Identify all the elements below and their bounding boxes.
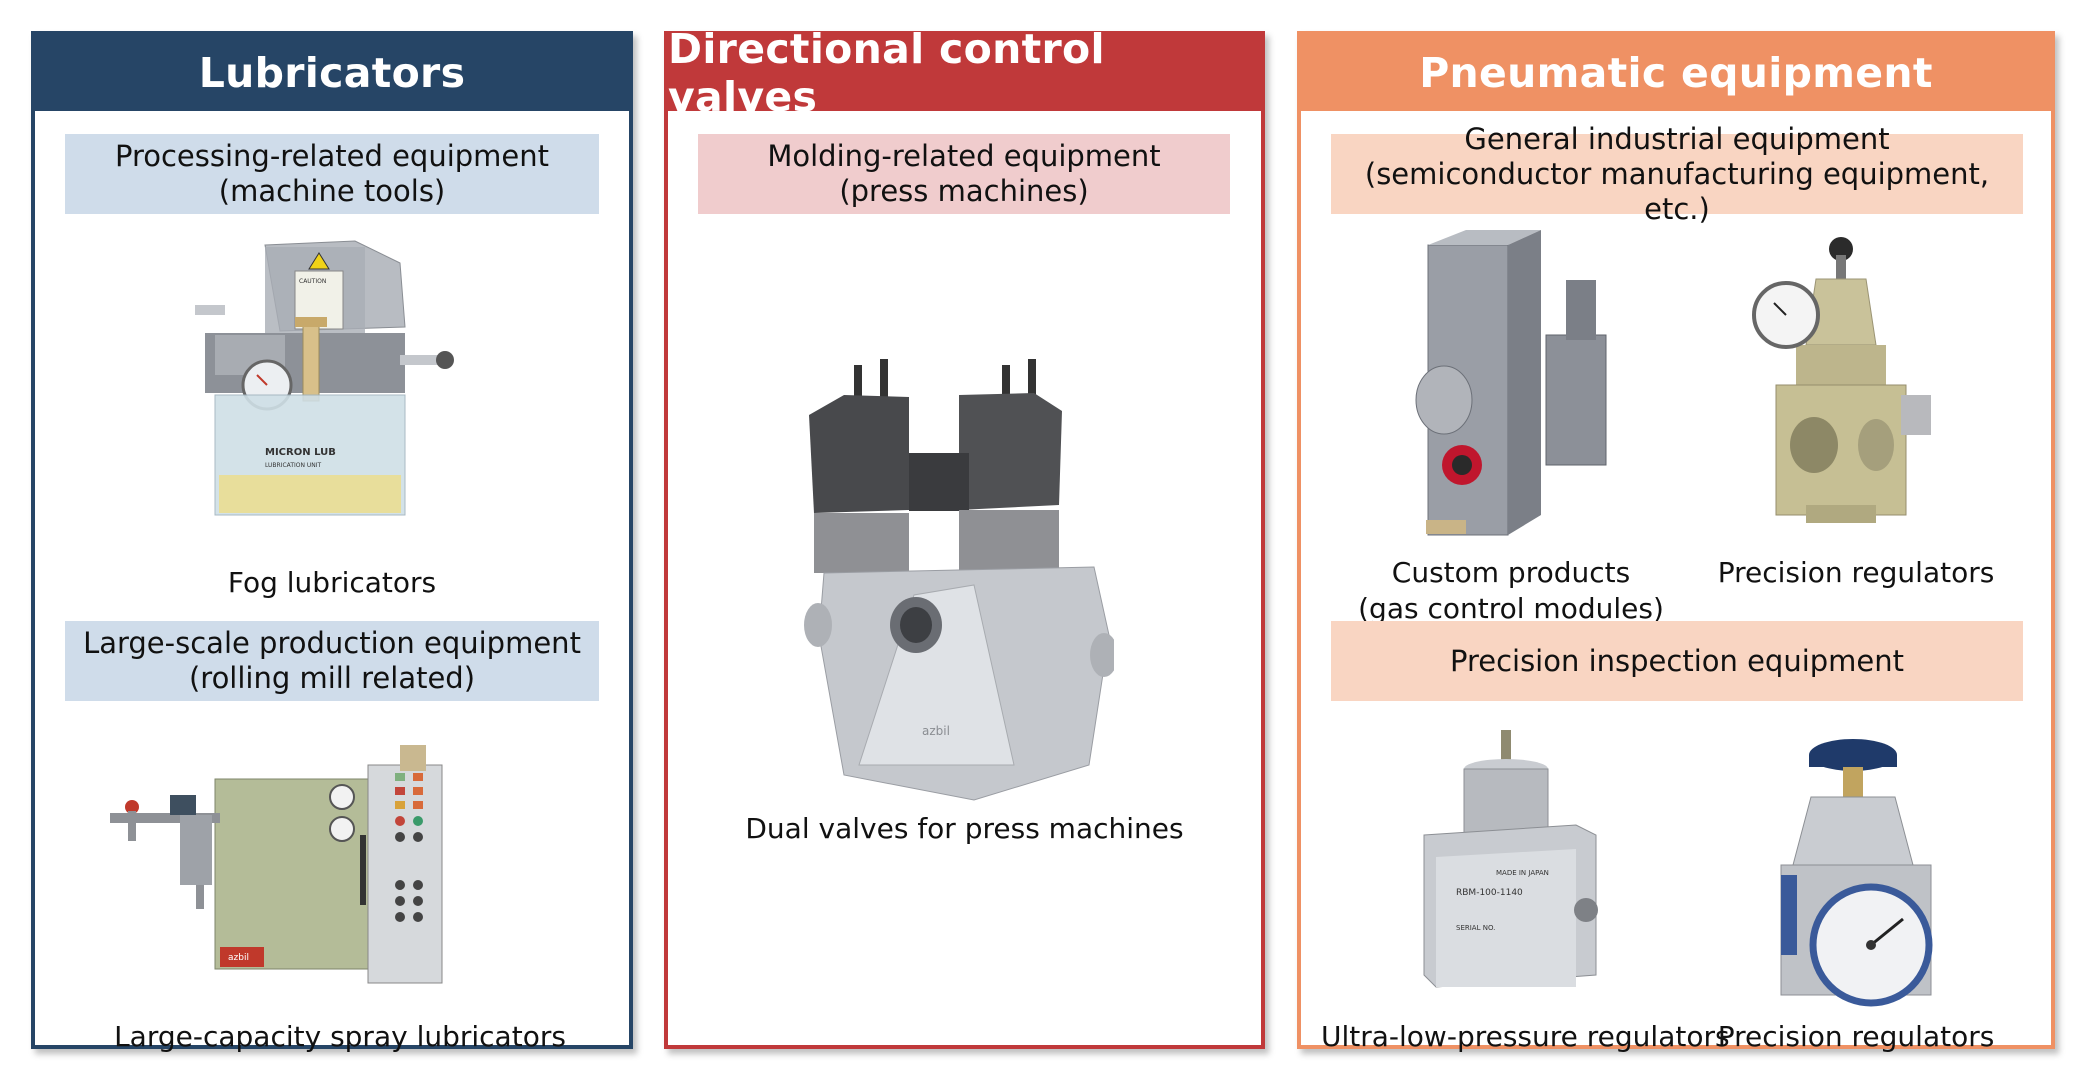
section-heading-general-industrial: General industrial equipment (semiconduc… [1331,122,2023,226]
model-label: RBM-100-1140 [1456,888,1523,898]
made-in-japan-label: MADE IN JAPAN [1496,869,1549,877]
caption-precision-regulators-2: Precision regulators [1717,1020,1995,1053]
section-heading-press-machines: Molding-related equipment (press machine… [698,134,1230,214]
precision-regulator-gauge-photo [1780,739,1933,1007]
caption-ultra-low-pressure-regulators: Ultra-low-pressure regulators [1321,1020,1730,1053]
caption-custom-products: Custom products (gas control modules) [1358,556,1664,625]
panel-pneumatic-equipment: Pneumatic equipment General industrial e… [1297,31,2055,1053]
serial-label: SERIAL NO. [1456,924,1495,932]
section-heading-rolling-mill: Large-scale production equipment (rollin… [65,621,599,701]
azbil-engraving: azbil [922,724,950,738]
caption-dual-valves: Dual valves for press machines [745,812,1184,845]
spray-lubricator-photo: azbil [110,745,443,984]
section-heading-machine-tools: Processing-related equipment (machine to… [65,134,599,214]
panel-title: Directional control valves [668,25,1261,121]
panel-title: Lubricators [35,35,629,111]
caption-fog-lubricators: Fog lubricators [227,566,437,599]
brand-label: MICRON LUB [265,447,336,458]
section-heading-precision-inspection: Precision inspection equipment [1331,621,2023,701]
dual-valve-photo: azbil [804,359,1114,801]
caption-precision-regulators-1: Precision regulators [1717,556,1995,589]
panel-lubricators: Lubricators Processing-related equipment… [31,31,633,1053]
panel-title: Pneumatic equipment [1301,35,2051,111]
caution-label: CAUTION [299,278,326,285]
fog-lubricator-photo: CAUTION MICRON LUB LUBRICATION UNIT [195,240,454,516]
caption-spray-lubricators: Large-capacity spray lubricators [114,1020,566,1053]
panel-directional-control-valves: Directional control valves Molding-relat… [664,25,1265,1049]
ultra-low-pressure-regulator-photo: MADE IN JAPAN RBM-100-1140 SERIAL NO. [1423,730,1598,988]
azbil-nameplate: azbil [228,953,249,963]
gas-control-module-photo [1415,230,1607,536]
precision-regulator-photo [1752,237,1931,523]
unit-label: LUBRICATION UNIT [265,462,322,469]
